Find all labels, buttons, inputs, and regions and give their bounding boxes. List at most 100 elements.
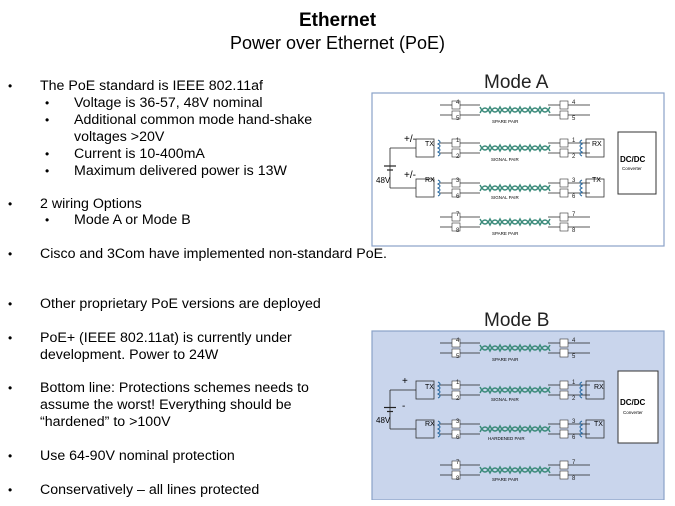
connector-pin — [559, 380, 569, 390]
bullet-icon: • — [8, 297, 13, 311]
bullet-icon: • — [45, 113, 50, 127]
twisted-pair — [479, 467, 551, 475]
tx-label: TX — [425, 384, 434, 391]
pin-number: 2 — [456, 396, 460, 402]
pin-number: 6 — [456, 194, 460, 200]
twisted-pair — [479, 343, 551, 351]
twisted-pair — [479, 217, 551, 225]
coil-icon — [579, 139, 584, 157]
twisted-pair — [479, 105, 551, 113]
connector-pin — [559, 188, 569, 198]
minus-label: - — [402, 401, 406, 412]
pin-number: 2 — [572, 396, 576, 402]
twisted-pair — [479, 145, 551, 153]
connector-pin — [559, 212, 569, 222]
connector-pin — [451, 222, 461, 232]
bullet-icon: • — [45, 96, 50, 110]
twisted-pair — [479, 387, 551, 395]
twisted-pair — [479, 185, 551, 193]
connector-pin — [451, 148, 461, 158]
pair-label: SPARE PAIR — [492, 231, 519, 236]
sub-bullet-text: Maximum delivered power is 13W — [74, 163, 287, 179]
pd-rx-label: RX — [594, 384, 604, 391]
coil-icon — [436, 420, 441, 438]
pin-number: 5 — [456, 354, 460, 360]
bullet-text: PoE+ (IEEE 802.11at) is currently under … — [40, 330, 292, 363]
bullet-text: The PoE standard is IEEE 802.11af — [40, 78, 263, 94]
twisted-pair — [479, 465, 551, 473]
bullet-icon: • — [45, 147, 50, 161]
coil-icon — [436, 381, 441, 399]
dc-dc-box — [617, 370, 659, 444]
converter-sub: Converter — [623, 410, 643, 415]
transformer-icon — [585, 178, 605, 198]
sub-bullet-text: Current is 10-400mA — [74, 146, 205, 162]
pin-number: 3 — [572, 419, 576, 425]
bullet-text: Other proprietary PoE versions are deplo… — [40, 296, 321, 312]
connector-pin — [559, 178, 569, 188]
connector-pin — [451, 419, 461, 429]
connector-pin — [559, 429, 569, 439]
pin-number: 6 — [572, 194, 576, 200]
pin-number: 5 — [572, 116, 576, 122]
converter-title: DC/DC — [620, 398, 646, 407]
connector-pin — [451, 429, 461, 439]
connector-pin — [559, 138, 569, 148]
sub-bullet-text: Voltage is 36-57, 48V nominal — [74, 95, 263, 111]
pin-number: 3 — [456, 419, 460, 425]
pair-label: SIGNAL PAIR — [491, 397, 519, 402]
connector-pin — [559, 390, 569, 400]
connector-pin — [559, 348, 569, 358]
connector-pin — [451, 138, 461, 148]
pin-number: 8 — [456, 476, 460, 482]
pin-number: 4 — [456, 100, 460, 106]
slide-title: Ethernet — [298, 10, 377, 31]
twisted-pair — [479, 424, 551, 432]
connector-pin — [559, 100, 569, 110]
connector-pin — [451, 212, 461, 222]
pin-number: 1 — [572, 138, 576, 144]
coil-icon — [436, 139, 441, 157]
bullet-text: Use 64-90V nominal protection — [40, 448, 235, 464]
bullet-text: Conservatively – all lines protected — [40, 482, 260, 498]
connector-pin — [559, 460, 569, 470]
connector-pin — [451, 348, 461, 358]
bullet-icon: • — [8, 247, 13, 261]
plus-minus-label: +/- — [404, 170, 416, 181]
twisted-pair — [479, 219, 551, 227]
sub-bullet-text: Additional common mode hand-shake voltag… — [74, 112, 313, 145]
pin-number: 8 — [456, 228, 460, 234]
bullet-text: Bottom line: Protections schemes needs t… — [40, 380, 309, 430]
pin-number: 6 — [572, 435, 576, 441]
connector-pin — [559, 419, 569, 429]
rx-label: RX — [425, 421, 435, 428]
pair-label: HARDENED PAIR — [488, 436, 525, 441]
mode-a-title: Mode A — [484, 72, 549, 93]
pin-number: 2 — [456, 154, 460, 160]
pin-number: 5 — [456, 116, 460, 122]
pin-number: 1 — [456, 380, 460, 386]
bullet-icon: • — [8, 79, 13, 93]
bullet-text: Cisco and 3Com have implemented non-stan… — [40, 246, 387, 262]
bullet-icon: • — [8, 331, 13, 345]
bullet-text: 2 wiring Options — [40, 196, 142, 212]
connector-pin — [451, 470, 461, 480]
connector-pin — [559, 148, 569, 158]
coil-icon — [436, 179, 441, 197]
dc-dc-box — [617, 131, 657, 195]
twisted-pair — [479, 385, 551, 393]
plus-minus-label: +/- — [404, 134, 416, 145]
pair-label: SPARE PAIR — [492, 357, 519, 362]
pin-number: 3 — [456, 178, 460, 184]
twisted-pair — [479, 183, 551, 191]
connector-pin — [451, 178, 461, 188]
converter-title: DC/DC — [620, 155, 646, 164]
connector-pin — [451, 188, 461, 198]
pair-label: SPARE PAIR — [492, 477, 519, 482]
twisted-pair — [479, 426, 551, 434]
connector-pin — [559, 110, 569, 120]
pin-number: 7 — [572, 460, 576, 466]
pd-tx-label: TX — [594, 421, 603, 428]
